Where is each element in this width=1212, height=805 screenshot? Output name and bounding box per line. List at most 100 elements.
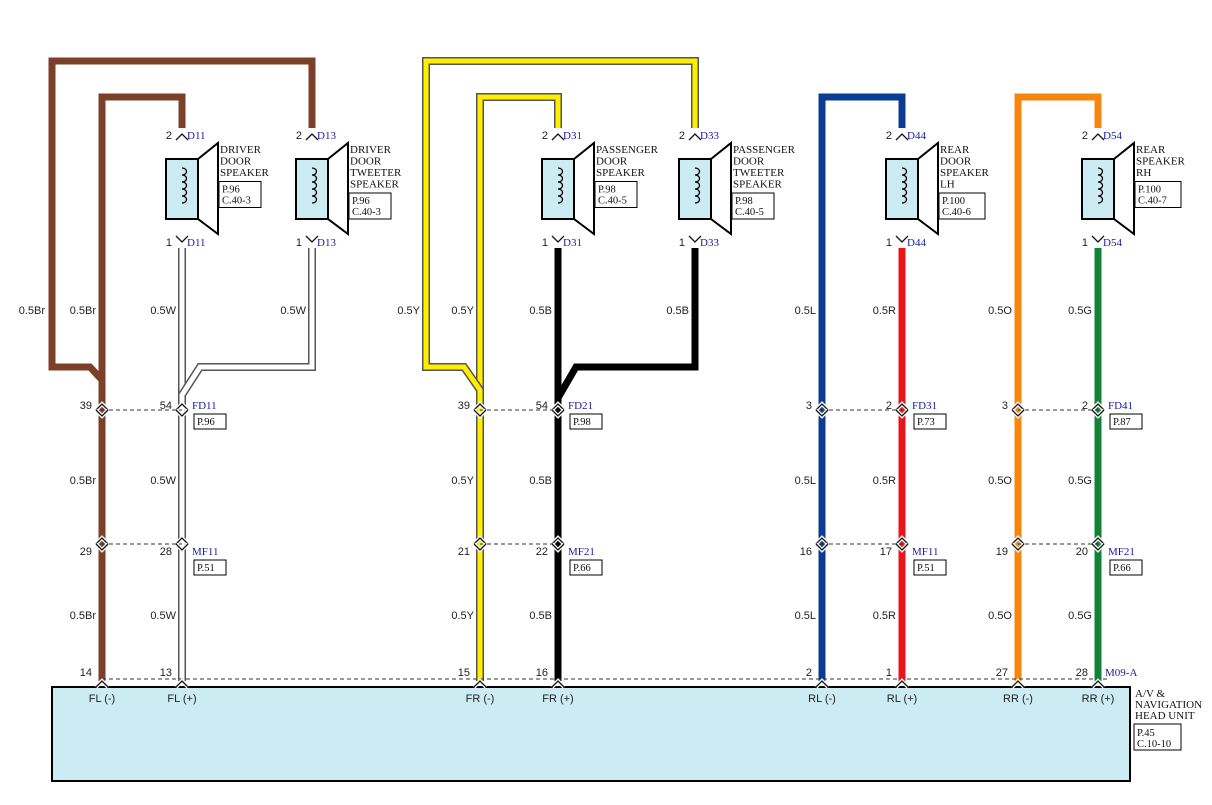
speaker-label-1: PASSENGER <box>733 144 796 156</box>
speaker-ref-box <box>594 181 638 208</box>
speaker-circuit: C.40-3 <box>352 207 381 218</box>
inline-connector-name: FD21 <box>568 400 593 412</box>
inline-pin-b: 2 <box>886 400 892 412</box>
speaker-page: P.96 <box>352 196 370 207</box>
inline-pin-b: 2 <box>1082 400 1088 412</box>
wire-label-green-0: 0.5G <box>1068 305 1092 317</box>
head-unit-name-1: A/V & <box>1135 688 1165 700</box>
speaker-label-3: SPEAKER <box>940 167 990 179</box>
inline-connector-name: MF21 <box>568 546 595 558</box>
chevron-spk-bot-2 <box>551 235 565 243</box>
speaker-label-2: DOOR <box>940 156 972 168</box>
wire-label-black-tweeter: 0.5B <box>666 305 689 317</box>
speaker-label-4: SPEAKER <box>733 179 783 191</box>
inline-connector-name: MF11 <box>912 546 939 558</box>
inline-pin-a: 29 <box>80 546 92 558</box>
chevron-spk-bot-1 <box>305 235 319 243</box>
speaker-connector-top: D54 <box>1103 130 1122 142</box>
chevron-spk-top-1 <box>305 133 319 141</box>
chevron-fd-top-6 <box>1011 403 1025 411</box>
chevron-fd-bot-3 <box>551 409 565 417</box>
chevron-mf-top-7 <box>1091 537 1105 545</box>
chevron-mf-top-4 <box>815 537 829 545</box>
wire-label-black-0: 0.5B <box>529 305 552 317</box>
speaker-connector-top: D44 <box>907 130 926 142</box>
inline-pin-b: 54 <box>536 400 548 412</box>
inline-ref-box <box>1109 559 1143 576</box>
inline-page: P.66 <box>573 563 591 574</box>
chevron-mf-top-1 <box>175 537 189 545</box>
chevron-fd-top-5 <box>895 403 909 411</box>
inline-pin-a: 21 <box>458 546 470 558</box>
wire-label-brown-outer: 0.5Br <box>19 305 46 317</box>
head-unit-ref-box <box>1133 723 1182 751</box>
chevron-spk-bot-3 <box>688 235 702 243</box>
speaker-pin-top: 2 <box>296 130 302 142</box>
speaker-ref-box <box>348 192 392 220</box>
chevron-fd-bot-2 <box>473 409 487 417</box>
chevron-hu-7 <box>1091 680 1105 688</box>
speaker-cone <box>917 140 939 236</box>
chevron-fd-top-7 <box>1091 403 1105 411</box>
head-unit-body <box>51 686 1131 782</box>
speaker-label-1: REAR <box>1136 144 1166 156</box>
wire-label-yellow-1: 0.5Y <box>451 475 474 487</box>
chevron-hu-5 <box>895 680 909 688</box>
speaker-coil-icon <box>901 167 908 204</box>
inline-connector-name: FD31 <box>912 400 937 412</box>
chevron-hu-2 <box>473 680 487 688</box>
wire-blue <box>818 93 906 681</box>
speaker-pin-top: 2 <box>1082 130 1088 142</box>
wire-white-tweeter-outline <box>178 248 316 398</box>
chevron-fd-bot-6 <box>1011 409 1025 417</box>
speaker-label-3: RH <box>1136 167 1151 179</box>
inline-ref-box <box>569 413 603 430</box>
chevron-spk-top-5 <box>1091 133 1105 141</box>
inline-ref-box <box>913 413 947 430</box>
speaker-circuit: C.40-5 <box>735 207 764 218</box>
chevron-mf-top-3 <box>551 537 565 545</box>
speaker-circuit: C.40-6 <box>942 207 971 218</box>
speaker-label-1: DRIVER <box>220 144 262 156</box>
inline-pin-b: 20 <box>1076 546 1088 558</box>
inline-pin-b: 17 <box>880 546 892 558</box>
head-unit-pin-14: 14 <box>80 667 92 679</box>
chevron-spk-bot-4 <box>895 235 909 243</box>
head-unit-name-2: NAVIGATION <box>1135 699 1202 711</box>
speaker-pin-bottom: 1 <box>166 237 172 249</box>
head-unit-pin-15: 15 <box>458 667 470 679</box>
chevron-mf-bot-3 <box>551 543 565 551</box>
speaker-page: P.96 <box>222 185 240 196</box>
speaker-connector-top: D11 <box>187 130 206 142</box>
wire-label-black-2: 0.5B <box>529 610 552 622</box>
speaker-label-2: SPEAKER <box>1136 156 1186 168</box>
inline-pin-a: 3 <box>806 400 812 412</box>
speaker-pin-top: 2 <box>166 130 172 142</box>
wire-label-orange-2: 0.5O <box>988 610 1012 622</box>
head-unit-terminal-label: FR (+) <box>542 693 573 705</box>
wire-label-red-2: 0.5R <box>873 610 896 622</box>
chevron-mf-top-0 <box>95 537 109 545</box>
inline-ref-box <box>569 559 603 576</box>
chevron-mf-bot-2 <box>473 543 487 551</box>
speaker-ref-box <box>731 192 775 220</box>
wire-label-yellow-outer: 0.5Y <box>397 305 420 317</box>
chevron-mf-top-2 <box>473 537 487 545</box>
speaker-circuit: C.40-3 <box>222 196 251 207</box>
chevron-hu-1 <box>175 680 189 688</box>
chevron-hu-0 <box>95 680 109 688</box>
chevron-mf-bot-0 <box>95 543 109 551</box>
speaker-cone <box>197 140 219 236</box>
speaker-page: P.100 <box>942 196 965 207</box>
speaker-connector-bottom: D31 <box>563 237 582 249</box>
chevron-mf-bot-6 <box>1011 543 1025 551</box>
inline-page: P.66 <box>1113 563 1131 574</box>
head-unit-terminal-label: RR (+) <box>1082 693 1115 705</box>
wire-label-yellow-0: 0.5Y <box>451 305 474 317</box>
